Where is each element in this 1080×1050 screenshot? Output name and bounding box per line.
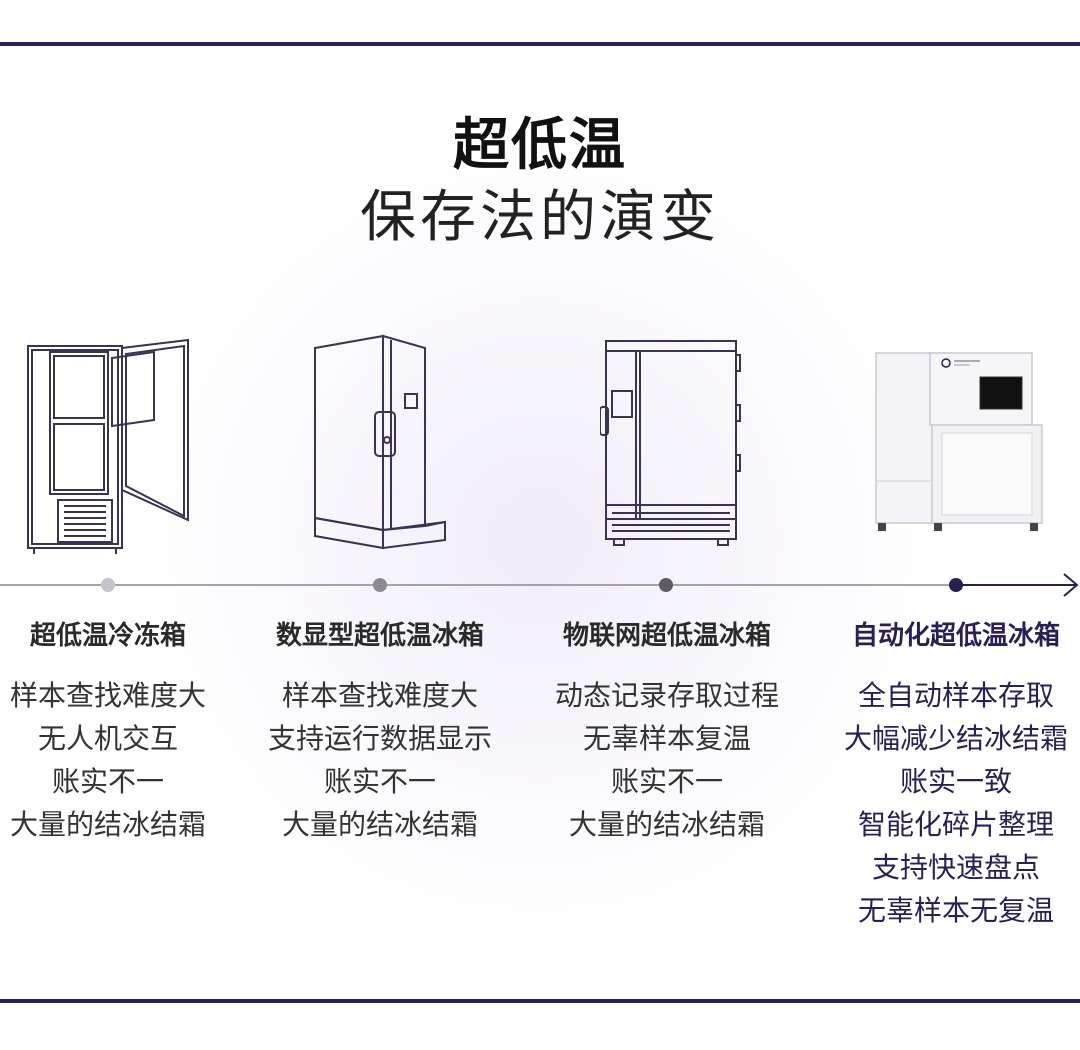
stage-automated-freezer: 自动化超低温冰箱 全自动样本存取 大幅减少结冰结霜 账实一致 智能化碎片整理 支…	[826, 618, 1080, 932]
stage-line: 无辜样本无复温	[857, 894, 1054, 927]
automated-freezer-illustration	[875, 352, 1043, 531]
timeline-arrow-icon	[1063, 573, 1079, 597]
stage-line: 无辜样本复温	[582, 722, 751, 755]
stage-title: 物联网超低温冰箱	[562, 621, 771, 651]
digital-freezer-illustration	[314, 334, 446, 550]
stage-line: 大量的结冰结霜	[568, 808, 765, 841]
stage-line: 全自动样本存取	[857, 679, 1054, 712]
stage-title: 数显型超低温冰箱	[275, 621, 484, 651]
title-block: 超低温 保存法的演变	[0, 110, 1080, 254]
stage-line: 智能化碎片整理	[857, 808, 1054, 841]
stage-line: 无人机交互	[37, 722, 178, 755]
stage-line: 账实不一	[51, 765, 164, 798]
page-title: 超低温	[453, 113, 627, 178]
stage-line: 样本查找难度大	[9, 679, 206, 712]
stage-line: 大量的结冰结霜	[9, 808, 206, 841]
stage-title: 自动化超低温冰箱	[851, 621, 1060, 651]
stage-line: 动态记录存取过程	[554, 679, 779, 712]
iot-freezer-illustration	[600, 340, 741, 546]
stage-line: 样本查找难度大	[281, 679, 478, 712]
timeline-dot-2	[373, 578, 387, 592]
page-subtitle: 保存法的演变	[360, 185, 720, 250]
timeline-dot-1	[101, 578, 115, 592]
stage-title: 超低温冷冻箱	[29, 621, 186, 651]
stage-freezer: 超低温冷冻箱 样本查找难度大 无人机交互 账实不一 大量的结冰结霜	[0, 618, 238, 846]
background-glow	[140, 140, 940, 940]
timeline	[0, 573, 1079, 597]
stage-digital-freezer: 数显型超低温冰箱 样本查找难度大 支持运行数据显示 账实不一 大量的结冰结霜	[250, 618, 510, 846]
stage-iot-freezer: 物联网超低温冰箱 动态记录存取过程 无辜样本复温 账实不一 大量的结冰结霜	[537, 618, 797, 846]
stage-line: 支持快速盘点	[871, 851, 1040, 884]
freezer-open-door-illustration	[27, 338, 189, 554]
stage-line: 账实不一	[610, 765, 723, 798]
timeline-dot-4	[949, 578, 963, 592]
stage-line: 大幅减少结冰结霜	[843, 722, 1068, 755]
timeline-dot-3	[659, 578, 673, 592]
top-rule	[0, 42, 1080, 46]
stage-line: 支持运行数据显示	[267, 722, 492, 755]
bottom-rule	[0, 999, 1080, 1003]
stage-line: 账实不一	[323, 765, 436, 798]
stage-line: 大量的结冰结霜	[281, 808, 478, 841]
stage-line: 账实一致	[899, 765, 1012, 798]
